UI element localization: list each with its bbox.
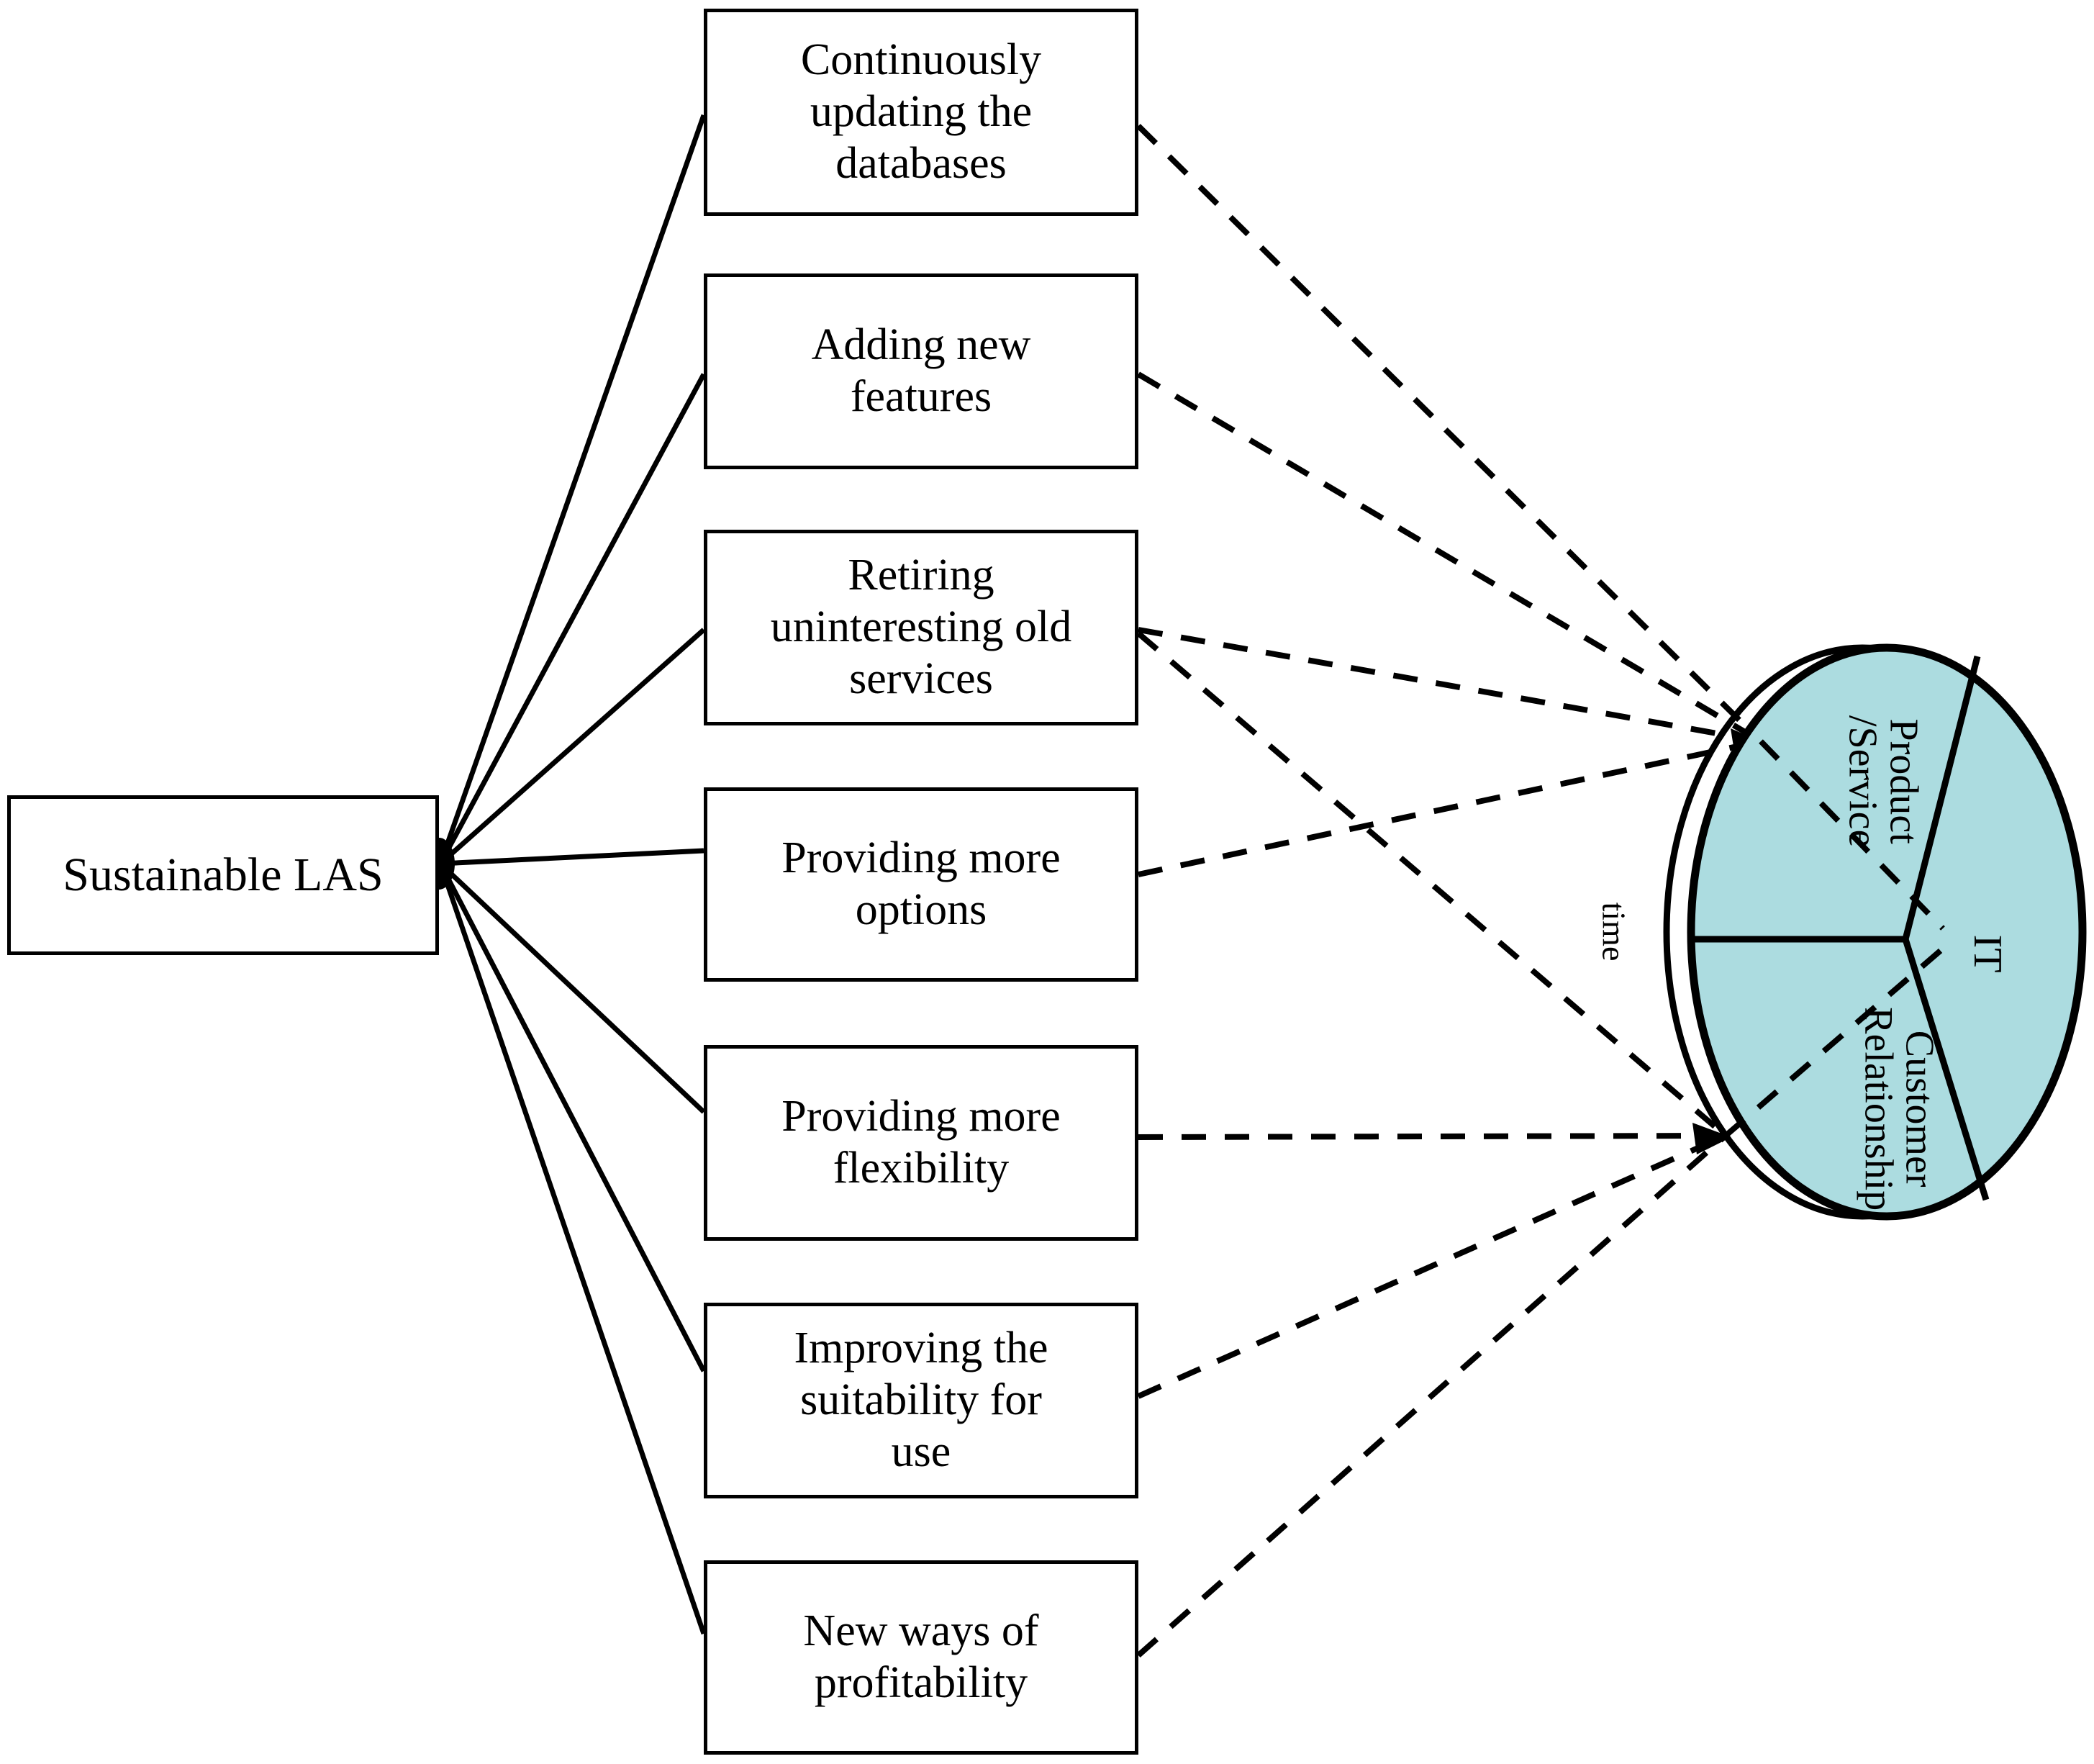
wheel-sector-label-it: IT — [1965, 889, 2049, 1018]
node-driver-updating-databases-label: Continuously updating the databases — [800, 35, 1042, 188]
node-driver-updating-databases[interactable]: Continuously updating the databases — [704, 9, 1138, 216]
node-driver-suitability-for-use-label: Improving the suitability for use — [794, 1324, 1048, 1476]
wheel-time-label: time — [1595, 878, 1633, 986]
wheel-inner-dashed-rays — [1723, 739, 1945, 1139]
wheel-arrowhead-lower — [1692, 1123, 1731, 1154]
wheel-link-7 — [1136, 1134, 1728, 1657]
wheel-sector-label-product-service-text: Product /Service — [1840, 715, 1926, 848]
node-driver-more-options-label: Providing more options — [781, 833, 1061, 934]
root-to-driver-connectors — [438, 114, 707, 1635]
root-link-2 — [438, 373, 707, 865]
wheel-link-5 — [1138, 1133, 1726, 1140]
divider-product-it — [1902, 655, 1981, 941]
root-link-4 — [440, 848, 704, 867]
wheel-link-3b — [1136, 630, 1728, 1139]
node-driver-adding-features[interactable]: Adding new features — [704, 273, 1138, 469]
wheel-link-4 — [1138, 738, 1762, 877]
inner-ray-upper — [1759, 739, 1945, 931]
wheel-sector-label-customer-relationship: Customer Relationship — [1856, 954, 1980, 1264]
inner-ray-lower — [1723, 946, 1945, 1139]
wheel-link-2 — [1136, 371, 1763, 744]
wheel-disc — [1687, 643, 2087, 1221]
node-driver-more-flexibility-label: Providing more flexibility — [781, 1092, 1061, 1193]
wheel-time-label-text: time — [1595, 902, 1633, 962]
node-driver-new-profitability-label: New ways of profitability — [803, 1606, 1039, 1707]
root-link-3 — [438, 628, 706, 866]
wheel-sector-label-it-text: IT — [1965, 934, 2010, 973]
node-sustainable-las-label: Sustainable LAS — [63, 848, 384, 901]
root-link-7 — [438, 862, 707, 1635]
root-link-6 — [438, 862, 707, 1372]
wheel-link-3a — [1138, 627, 1762, 744]
node-driver-retiring-services-label: Retiring uninteresting old services — [770, 551, 1072, 703]
wheel-sector-label-product-service: Product /Service — [1840, 663, 1964, 900]
driver-to-wheel-connectors — [1136, 124, 1763, 1657]
node-driver-new-profitability[interactable]: New ways of profitability — [704, 1560, 1138, 1755]
node-driver-adding-features-label: Adding new features — [811, 320, 1031, 421]
node-sustainable-las[interactable]: Sustainable LAS — [7, 795, 439, 955]
wheel-link-1 — [1136, 124, 1763, 743]
node-driver-suitability-for-use[interactable]: Improving the suitability for use — [704, 1303, 1138, 1498]
root-link-5 — [438, 861, 706, 1114]
wheel-sector-dividers — [1692, 655, 1990, 1201]
wheel-sector-label-customer-relationship-text: Customer Relationship — [1856, 1007, 1942, 1211]
node-driver-more-flexibility[interactable]: Providing more flexibility — [704, 1045, 1138, 1241]
node-driver-more-options[interactable]: Providing more options — [704, 787, 1138, 982]
node-driver-retiring-services[interactable]: Retiring uninteresting old services — [704, 530, 1138, 725]
root-link-1 — [438, 114, 707, 865]
wheel-link-6 — [1137, 1133, 1727, 1399]
divider-customer-it — [1902, 938, 1990, 1201]
